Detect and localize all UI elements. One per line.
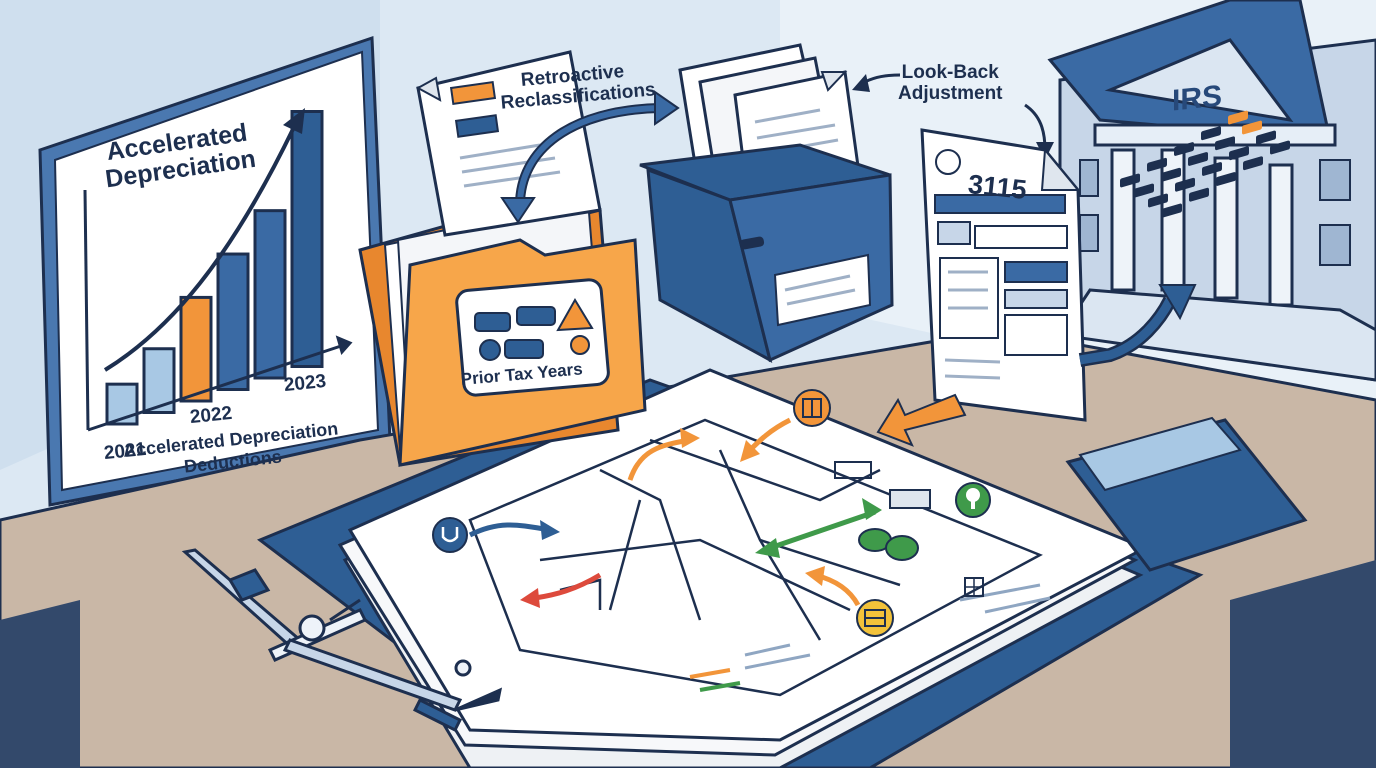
chart-bar bbox=[253, 209, 287, 380]
to-blueprint-arrow bbox=[876, 393, 967, 447]
tick-label-2023: 2023 bbox=[282, 370, 328, 397]
chart-axes bbox=[83, 189, 353, 432]
prior-years-folder bbox=[358, 198, 647, 467]
shelf-icon bbox=[856, 599, 894, 637]
form-3115 bbox=[920, 128, 1087, 422]
calculator-key bbox=[1242, 120, 1262, 135]
calculator-key bbox=[1228, 110, 1248, 125]
calculator-key bbox=[1188, 152, 1208, 166]
blueprint-arrows bbox=[468, 417, 882, 692]
chart-bar bbox=[216, 252, 250, 391]
calculator-key bbox=[1215, 136, 1235, 151]
chart-bar bbox=[179, 295, 213, 403]
calculator-key bbox=[1175, 177, 1195, 192]
form-number: 3115 bbox=[966, 169, 1029, 205]
reclass-swap-arrow bbox=[500, 90, 680, 224]
stethoscope-icon bbox=[432, 517, 468, 553]
file-box bbox=[639, 43, 894, 363]
calculator-key bbox=[1270, 140, 1290, 155]
tree-icon bbox=[955, 482, 991, 518]
irs-building bbox=[1047, 0, 1376, 382]
calculator-key bbox=[1201, 126, 1221, 141]
tick-label-2022: 2022 bbox=[188, 402, 234, 429]
irs-label: IRS bbox=[1172, 79, 1223, 118]
calculator-key bbox=[1243, 156, 1263, 171]
plan-panel-lines bbox=[744, 583, 1051, 670]
lookback-label-line1: Look-Back bbox=[901, 62, 999, 83]
chart-bar bbox=[290, 110, 324, 368]
to-irs-arrow bbox=[1078, 284, 1197, 367]
calculator-key bbox=[1256, 130, 1276, 145]
calculator-key bbox=[1189, 187, 1209, 202]
calculator-icon bbox=[1065, 110, 1308, 572]
chart-bars bbox=[105, 110, 324, 426]
calculator-key bbox=[1202, 162, 1222, 176]
calculator-key bbox=[1134, 183, 1154, 198]
grid-icon bbox=[964, 577, 984, 597]
lookback-label: Look-Back Adjustment bbox=[898, 62, 1003, 104]
floor-plan-lines bbox=[468, 418, 1043, 697]
lookback-label-line2: Adjustment bbox=[898, 83, 1003, 104]
shrub-icon bbox=[858, 528, 919, 561]
reclass-document bbox=[415, 50, 602, 237]
cabinet-icon bbox=[793, 389, 831, 427]
calculator-key bbox=[1229, 146, 1249, 161]
trend-arrow bbox=[103, 108, 305, 372]
calculator-key bbox=[1148, 193, 1168, 208]
compass-tool bbox=[181, 548, 503, 733]
calculator-key bbox=[1161, 167, 1181, 182]
calculator-key bbox=[1147, 157, 1167, 172]
calculator-key bbox=[1162, 203, 1182, 218]
calculator-key bbox=[1174, 142, 1194, 156]
calculator-key bbox=[1120, 173, 1140, 188]
calculator-key bbox=[1216, 172, 1236, 186]
